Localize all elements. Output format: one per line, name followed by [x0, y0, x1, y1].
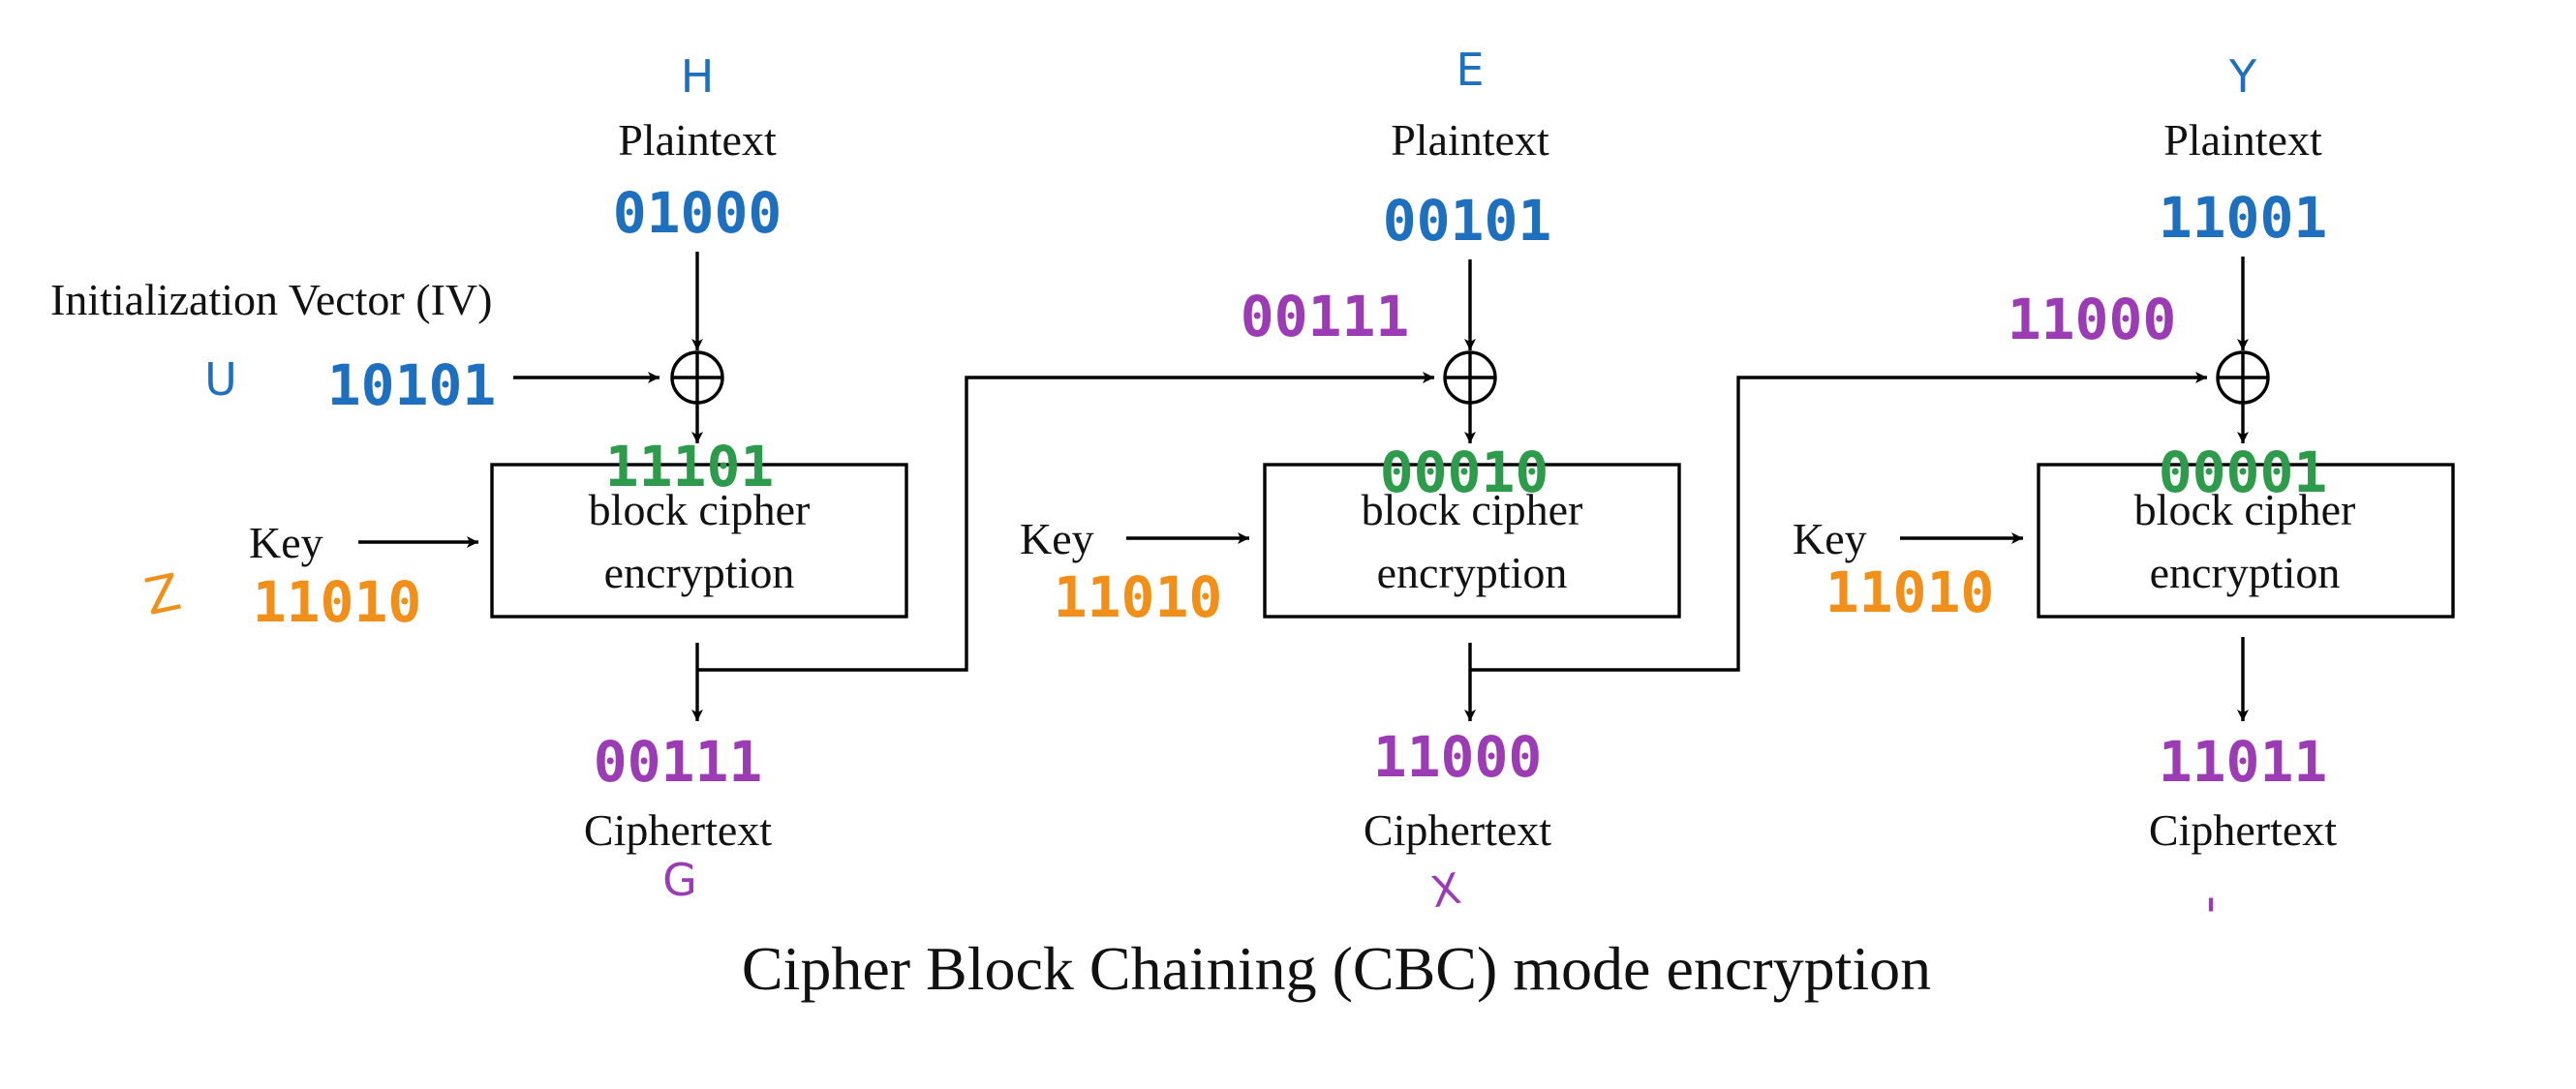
- key-bits-1: 11010: [253, 569, 422, 635]
- key-letter-1: Z: [140, 563, 186, 627]
- initialization-vector: Initialization Vector (IV) U 10101: [50, 275, 659, 418]
- block-cipher-box-2: [1263, 463, 1681, 619]
- xor-result-bits-2: 00010: [1380, 439, 1549, 505]
- xor-input-bits-3: 11000: [2008, 287, 2177, 352]
- diagram-title: Cipher Block Chaining (CBC) mode encrypt…: [742, 934, 1931, 1003]
- ciphertext-letter-2: X: [1427, 864, 1465, 918]
- plaintext-letter-1: H: [681, 50, 715, 103]
- iv-label: Initialization Vector (IV): [50, 275, 492, 324]
- ciphertext-bits-3: 11011: [2159, 729, 2328, 795]
- plaintext-label-1: Plaintext: [618, 115, 777, 165]
- iv-letter: U: [204, 353, 237, 406]
- cbc-block-1: H Plaintext 01000 block cipher encryptio…: [140, 50, 908, 906]
- block-cipher-box-1: [490, 463, 908, 619]
- chain-connector-2-3: [1470, 372, 2207, 672]
- iv-bits: 10101: [327, 352, 497, 418]
- ciphertext-letter-1: G: [662, 854, 697, 906]
- plaintext-label-3: Plaintext: [2163, 115, 2322, 165]
- block-cipher-label-3: block cipher: [2134, 485, 2356, 534]
- xor-input-bits-2: 00111: [1241, 284, 1410, 349]
- ciphertext-label-1: Ciphertext: [584, 805, 772, 855]
- key-bits-3: 11010: [1825, 560, 1995, 625]
- cbc-block-3: Y Plaintext 11001 11000 block cipher enc…: [1793, 50, 2455, 947]
- block-cipher-label-1: block cipher: [589, 485, 811, 534]
- plaintext-letter-2: E: [1456, 44, 1484, 96]
- block-cipher-label-2: block cipher: [1362, 485, 1583, 534]
- plaintext-letter-3: Y: [2228, 50, 2257, 103]
- ciphertext-bits-2: 11000: [1373, 724, 1543, 790]
- plaintext-label-2: Plaintext: [1391, 115, 1549, 165]
- encryption-label-2: encryption: [1377, 548, 1568, 597]
- cbc-block-2: E Plaintext 00101 00111 block cipher enc…: [1020, 44, 1681, 918]
- plaintext-bits-2: 00101: [1383, 188, 1552, 254]
- xor-symbol-1: [670, 350, 724, 405]
- key-label-2: Key: [1020, 514, 1094, 563]
- xor-result-bits-3: 00001: [2159, 439, 2328, 505]
- key-label-3: Key: [1793, 514, 1867, 563]
- chain-connector-1-2: [697, 372, 1434, 672]
- key-label-1: Key: [249, 518, 323, 567]
- ciphertext-bits-1: 00111: [594, 729, 763, 795]
- ciphertext-letter-3: ': [2204, 889, 2218, 947]
- xor-result-bits-1: 11101: [605, 434, 775, 499]
- plaintext-bits-1: 01000: [613, 180, 782, 246]
- encryption-label-1: encryption: [604, 548, 795, 597]
- plaintext-bits-3: 11001: [2159, 185, 2328, 251]
- xor-symbol-3: [2216, 350, 2270, 405]
- ciphertext-label-2: Ciphertext: [1364, 805, 1551, 855]
- encryption-label-3: encryption: [2150, 548, 2341, 597]
- key-bits-2: 11010: [1054, 564, 1223, 630]
- xor-symbol-2: [1443, 350, 1497, 405]
- ciphertext-label-3: Ciphertext: [2149, 805, 2337, 855]
- block-cipher-box-3: [2037, 463, 2455, 619]
